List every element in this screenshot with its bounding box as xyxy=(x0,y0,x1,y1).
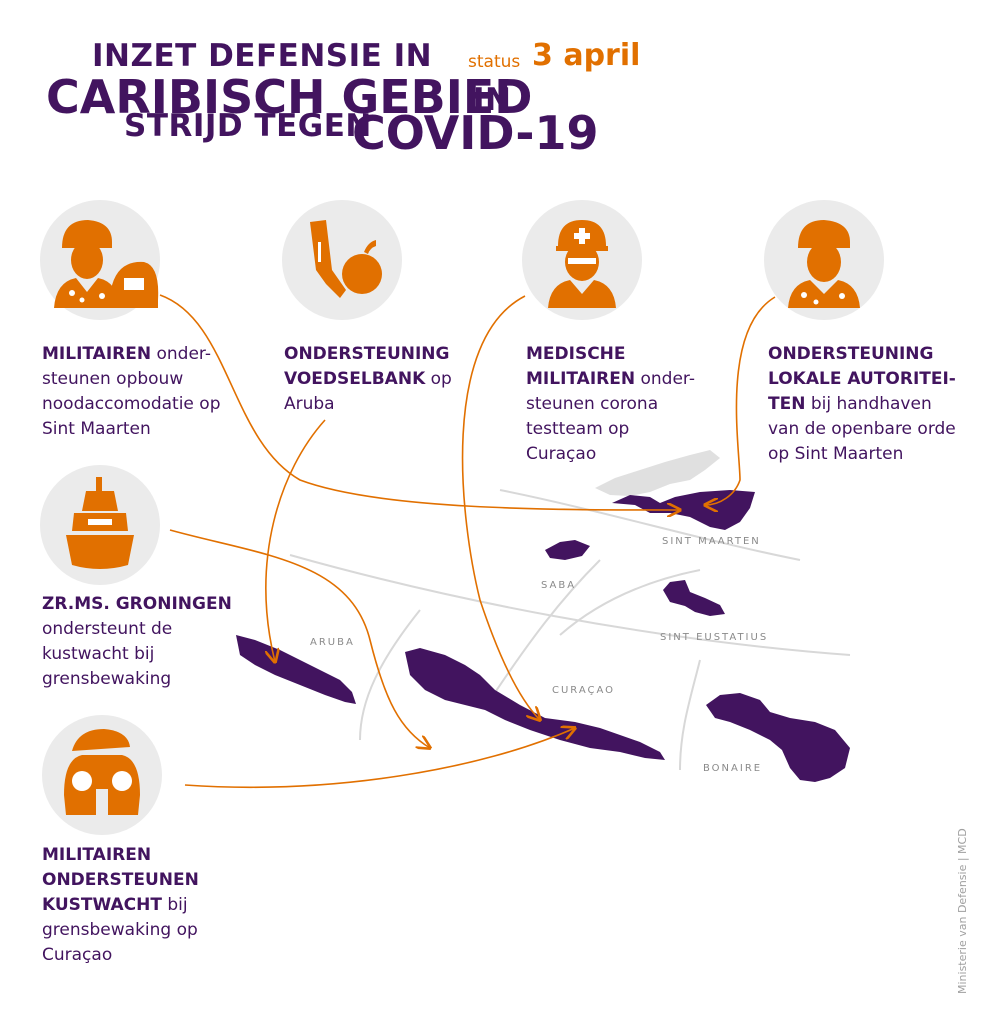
circle-binoculars xyxy=(42,715,162,835)
label-curacao: CURAÇAO xyxy=(552,685,615,696)
island-curacao xyxy=(405,648,665,760)
island-sint-eustatius xyxy=(663,580,725,616)
route-medic-to-curacao xyxy=(461,295,540,720)
soldier-icon xyxy=(788,220,860,308)
island-bonaire xyxy=(706,693,850,782)
route-binoculars-to-curacao xyxy=(184,728,575,788)
circle-soldier-tent xyxy=(40,200,160,320)
title-line-3: STRIJD TEGEN xyxy=(124,108,372,144)
route-foodbank-to-aruba xyxy=(266,419,326,662)
title-line-2-suffix: IN xyxy=(473,82,512,118)
label-bonaire: BONAIRE xyxy=(703,763,762,774)
title-line-2: CARIBISCH GEBIED xyxy=(46,70,533,124)
island-saba xyxy=(545,540,590,560)
title-line-1: INZET DEFENSIE IN xyxy=(92,38,433,74)
soldier-tent-icon xyxy=(54,220,159,308)
credit-text: Ministerie van Defensie | MCD xyxy=(956,828,969,994)
circle-soldier xyxy=(764,200,884,320)
label-aruba: ARUBA xyxy=(310,637,355,648)
binoculars-icon xyxy=(64,729,140,815)
ship-icon xyxy=(66,477,134,569)
route-ship-to-curacao xyxy=(169,529,430,748)
desc-ship-bold: ZR.MS. GRONINGEN xyxy=(42,594,232,614)
label-sint-eustatius: SINT EUSTATIUS xyxy=(660,632,768,643)
desc-tent-bold: MILITAIREN xyxy=(42,344,152,364)
status-date: 3 april xyxy=(532,38,641,73)
island-saint-martin-north xyxy=(595,450,720,496)
status-label: status xyxy=(468,52,521,72)
map-grid-lines xyxy=(289,489,851,771)
leek-apple-icon xyxy=(310,220,382,298)
circle-ship xyxy=(40,465,160,585)
circle-medic-soldier xyxy=(522,200,642,320)
route-authorities-to-sint-maarten xyxy=(705,296,776,505)
label-saba: SABA xyxy=(541,580,576,591)
island-sint-maarten xyxy=(612,490,755,530)
route-tent-to-sint-maarten xyxy=(159,294,680,510)
medic-soldier-icon xyxy=(548,220,616,308)
label-sint-maarten: SINT MAARTEN xyxy=(662,536,761,547)
title-line-4: COVID-19 xyxy=(352,106,599,160)
circle-leek-apple xyxy=(282,200,402,320)
